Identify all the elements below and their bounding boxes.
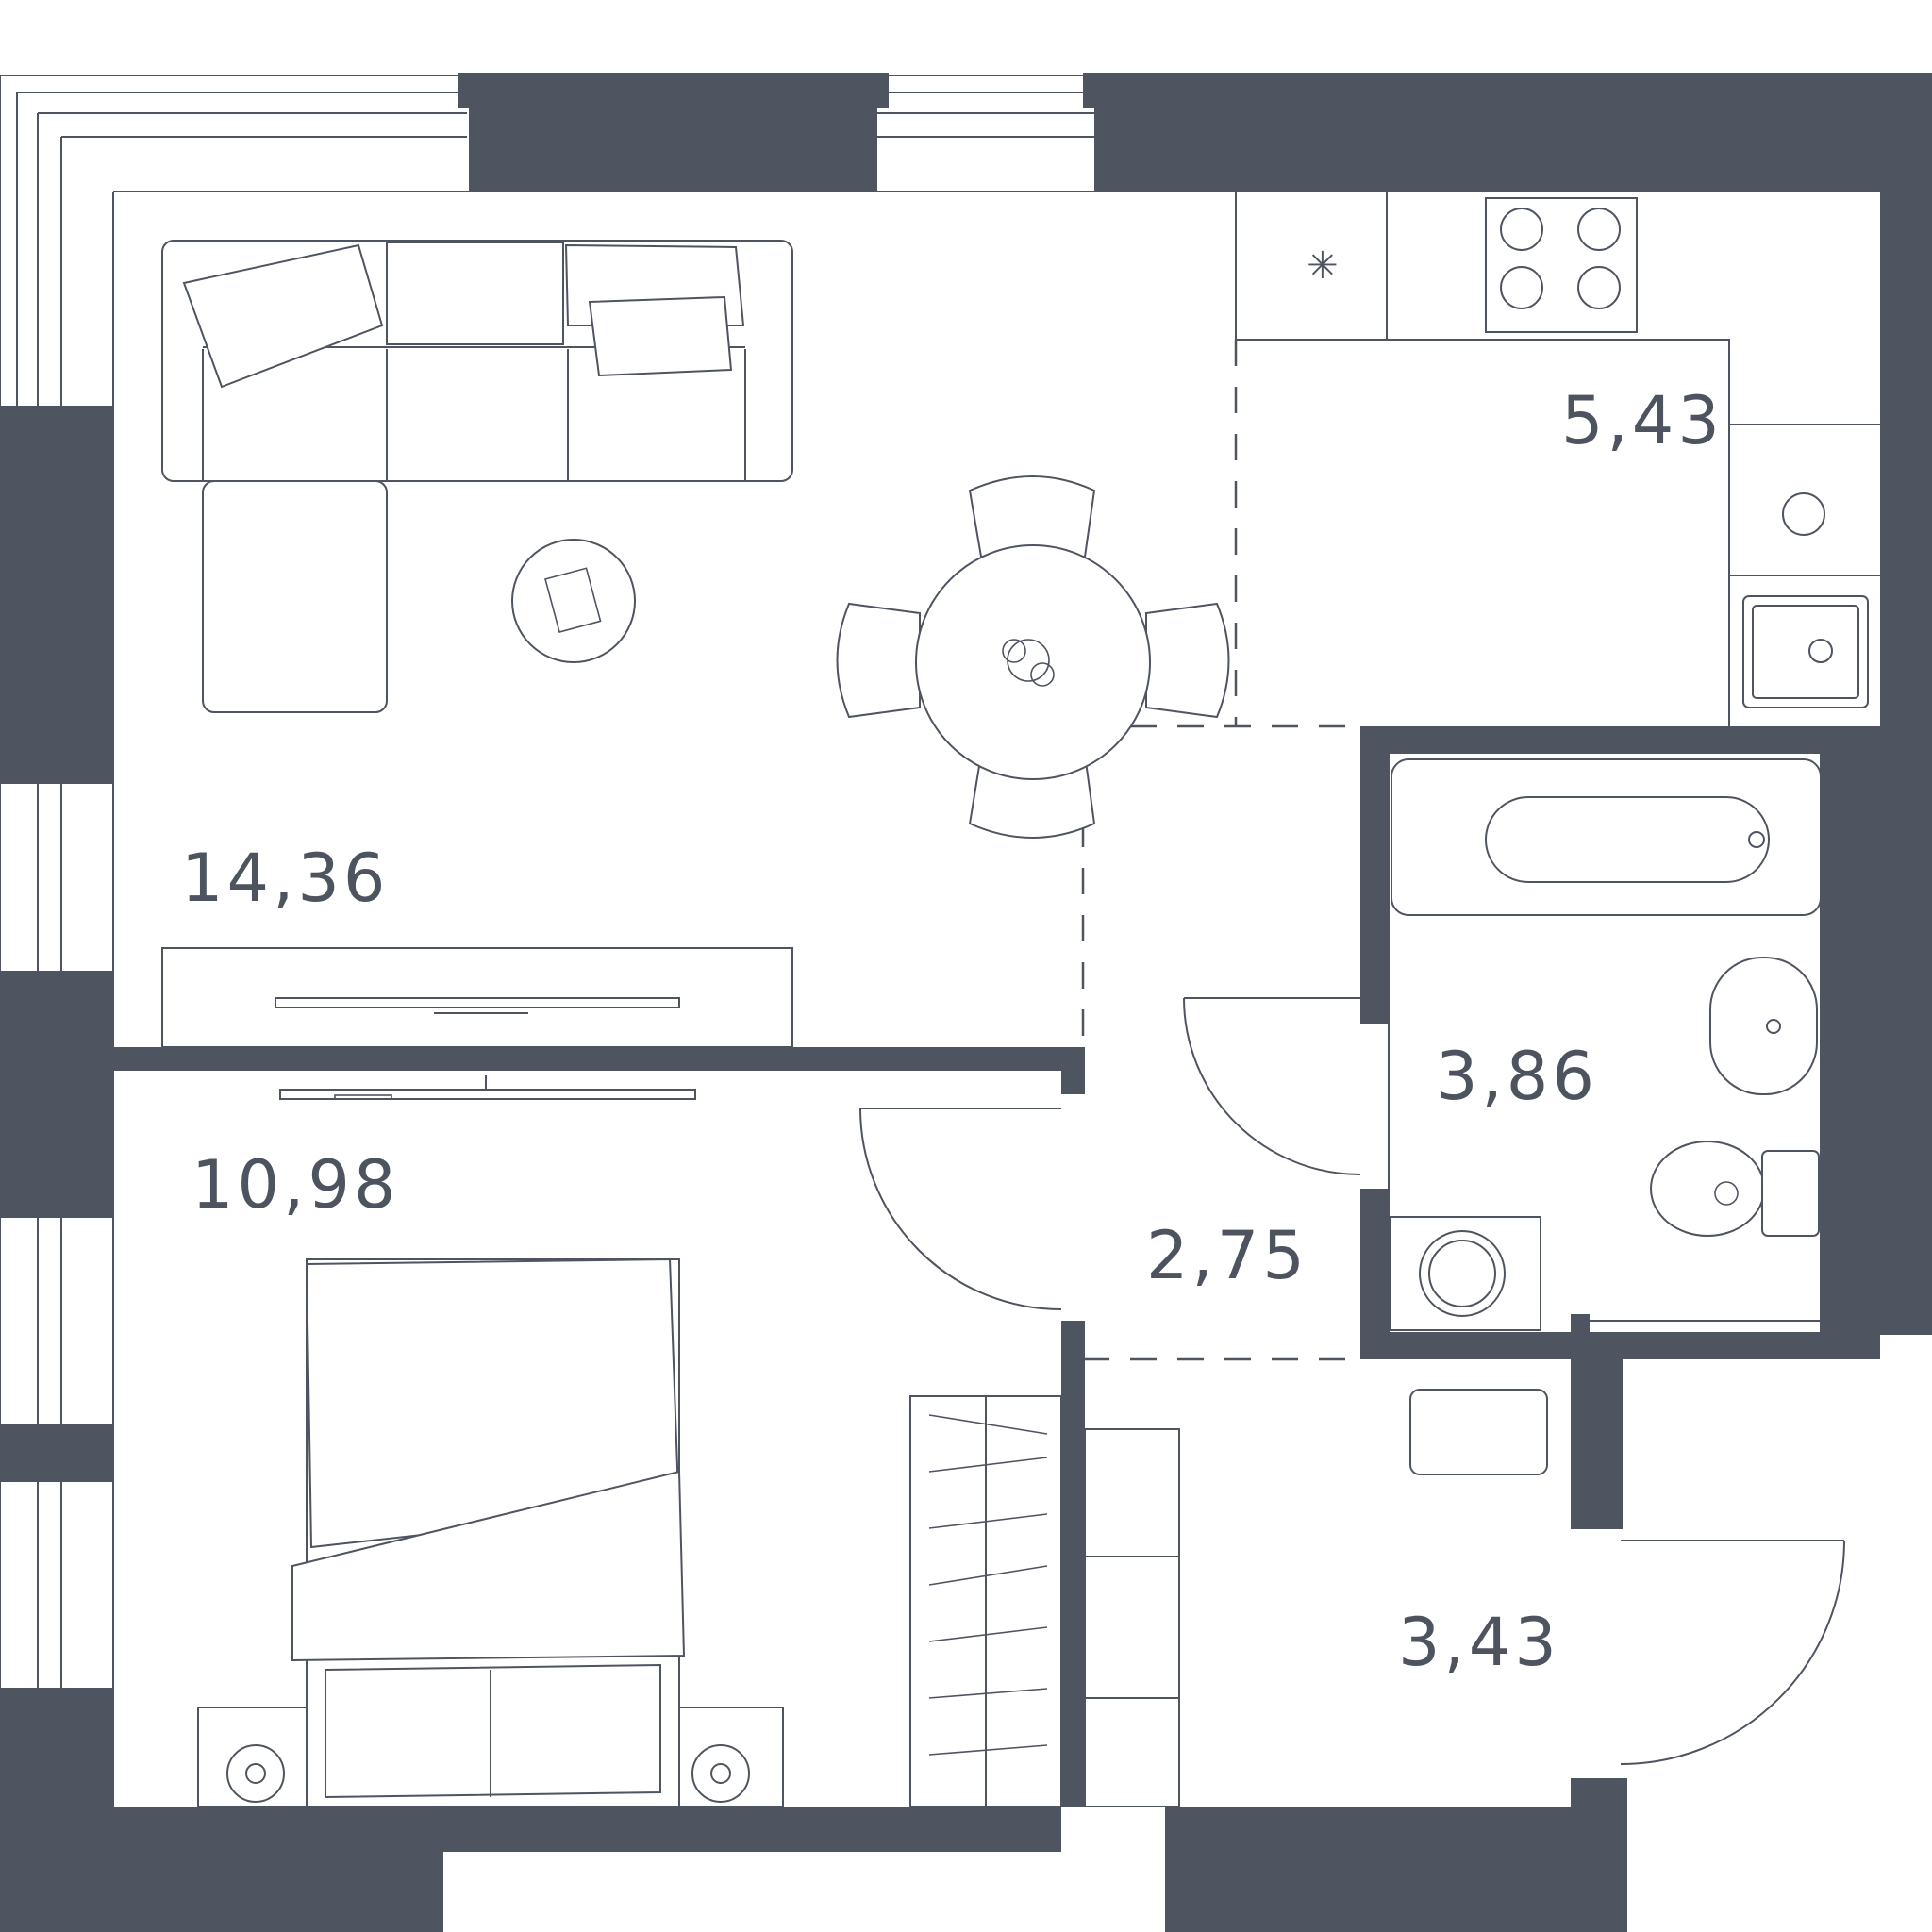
area-label-hallway: 2,75	[1146, 1217, 1308, 1294]
walls	[0, 73, 1932, 1932]
area-label-living-room: 14,36	[181, 840, 389, 917]
bedroom-furniture	[197, 1075, 1062, 1807]
tv-stand	[161, 947, 793, 1048]
area-label-bedroom: 10,98	[192, 1146, 399, 1224]
dining-table	[836, 475, 1230, 839]
bathroom-fixtures	[1389, 758, 1822, 1331]
svg-text:✳: ✳	[1307, 244, 1339, 288]
sofa	[161, 240, 793, 713]
doors	[859, 997, 1845, 1765]
room-outlines	[112, 191, 1880, 1807]
zone-separators	[1081, 340, 1360, 1361]
coffee-table	[511, 539, 636, 663]
area-label-entrance-hall: 3,43	[1398, 1604, 1560, 1681]
area-label-kitchen: 5,43	[1561, 382, 1724, 459]
kitchen-fixtures: ✳	[1307, 197, 1869, 708]
area-label-bathroom: 3,86	[1436, 1038, 1598, 1115]
entrance-fixtures	[1084, 1389, 1548, 1807]
